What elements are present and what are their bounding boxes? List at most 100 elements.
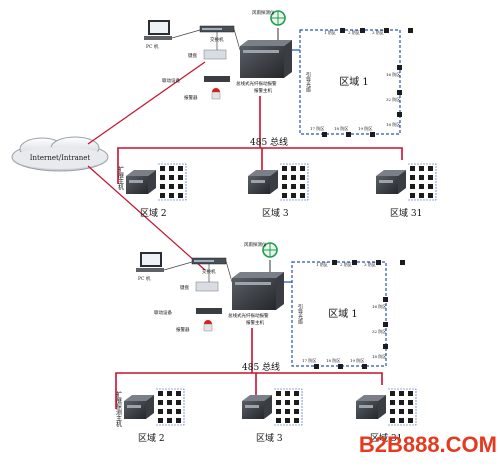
- grid-sensor: [158, 418, 163, 423]
- subzone-label: 17 防区: [310, 125, 324, 131]
- wind-sensor-icon: [262, 242, 278, 258]
- subzone-label: 2 防区: [340, 261, 352, 267]
- grid-sensor: [282, 193, 287, 198]
- main-host-label-2: 报警主机: [254, 87, 272, 94]
- subzone-label: 16 防区: [386, 71, 400, 77]
- wind-sensor-label: 风雨探测仪: [252, 9, 275, 16]
- keyboard-label: 键盘: [180, 284, 189, 291]
- alarm-label: 报警器: [184, 94, 198, 101]
- grid-sensor: [276, 418, 281, 423]
- alarm-label: 报警器: [176, 326, 190, 333]
- grid-sensor: [178, 175, 183, 180]
- grid-sensor: [176, 409, 181, 414]
- linkage-label: 联动设备: [162, 77, 180, 84]
- grid-sensor: [169, 184, 174, 189]
- pc-label: PC 机: [138, 275, 151, 282]
- zone-title: 区域 2: [138, 432, 165, 444]
- linkage-label: 联动设备: [154, 309, 172, 316]
- main-host-label-1: 总线式光纤振动报警: [236, 80, 277, 87]
- grid-sensor: [410, 175, 415, 180]
- grid-sensor: [408, 409, 413, 414]
- grid-sensor: [300, 184, 305, 189]
- grid-sensor: [167, 400, 172, 405]
- switch-icon: [199, 25, 235, 33]
- subzone-label: 3 防区: [364, 261, 376, 267]
- grid-sensor: [294, 409, 299, 414]
- subzone-label: 19 防区: [350, 357, 364, 363]
- zone-wire: [280, 163, 309, 201]
- grid-sensor: [390, 418, 395, 423]
- guide-fiber-label: 引导光缆: [305, 71, 311, 93]
- grid-sensor: [169, 175, 174, 180]
- wan-links: [87, 61, 206, 271]
- zone-wire: [408, 163, 437, 201]
- zone-title: 区域 2: [140, 207, 167, 219]
- grid-sensor: [291, 166, 296, 171]
- fence-sensor: [408, 28, 413, 33]
- fence-sensor: [360, 28, 365, 33]
- main-host: [240, 40, 292, 78]
- grid-sensor: [419, 175, 424, 180]
- grid-sensor: [158, 409, 163, 414]
- zone-wire: [158, 163, 187, 201]
- pc-icon: [136, 252, 164, 272]
- grid-sensor: [160, 166, 165, 171]
- zone1-perimeter: [299, 29, 401, 135]
- grid-sensor: [285, 418, 290, 423]
- linkage-device-icon: [204, 76, 230, 82]
- grid-sensor: [276, 400, 281, 405]
- grid-sensor: [169, 193, 174, 198]
- subzone-label: 2 防区: [348, 29, 360, 35]
- zone-title: 区域 31: [370, 432, 402, 444]
- wind-sensor-icon: [270, 10, 286, 26]
- grid-sensor: [408, 400, 413, 405]
- fence-sensor: [383, 297, 388, 302]
- grid-sensor: [276, 409, 281, 414]
- grid-sensor: [428, 184, 433, 189]
- subzone-label: 1 防区: [324, 29, 336, 35]
- wind-sensor-label: 风雨探测仪: [244, 241, 267, 248]
- zone-title: 区域 31: [390, 207, 422, 219]
- grid-sensor: [410, 184, 415, 189]
- subzone-label: 18 防区: [334, 125, 348, 131]
- subzone-label: 3 防区: [372, 29, 384, 35]
- keyboard-label: 键盘: [188, 52, 197, 59]
- keyboard-icon: [203, 49, 227, 60]
- main-host-label-1: 总线式光纤振动报警: [228, 312, 269, 319]
- grid-sensor: [178, 193, 183, 198]
- grid-sensor: [158, 391, 163, 396]
- grid-sensor: [294, 391, 299, 396]
- fence-sensor: [400, 260, 405, 265]
- subzone-label: 17 防区: [302, 357, 316, 363]
- grid-sensor: [276, 391, 281, 396]
- alarm-icon: [203, 320, 213, 332]
- subzone-label: 1 防区: [316, 261, 328, 267]
- grid-sensor: [176, 418, 181, 423]
- grid-sensor: [300, 175, 305, 180]
- extension-host: [356, 395, 386, 419]
- fence-sensor: [384, 28, 389, 33]
- alarm-icon: [211, 88, 221, 100]
- fence-sensor: [397, 90, 402, 95]
- fence-sensor: [376, 260, 381, 265]
- cloud-label: Internet/Intranet: [30, 154, 91, 162]
- extension-host: [126, 170, 156, 194]
- grid-sensor: [410, 193, 415, 198]
- fence-sensor: [383, 322, 388, 327]
- grid-sensor: [178, 184, 183, 189]
- grid-sensor: [428, 193, 433, 198]
- bus-label: 485 总线: [242, 361, 280, 373]
- grid-sensor: [399, 391, 404, 396]
- extension-host: [248, 170, 278, 194]
- grid-sensor: [158, 400, 163, 405]
- grid-sensor: [160, 193, 165, 198]
- bus-label: 485 总线: [250, 136, 288, 148]
- subzone-label: 16 防区: [372, 303, 386, 309]
- grid-sensor: [167, 418, 172, 423]
- rs485-bus: [115, 372, 383, 409]
- fence-sensor: [314, 364, 319, 369]
- keyboard-icon: [195, 281, 219, 292]
